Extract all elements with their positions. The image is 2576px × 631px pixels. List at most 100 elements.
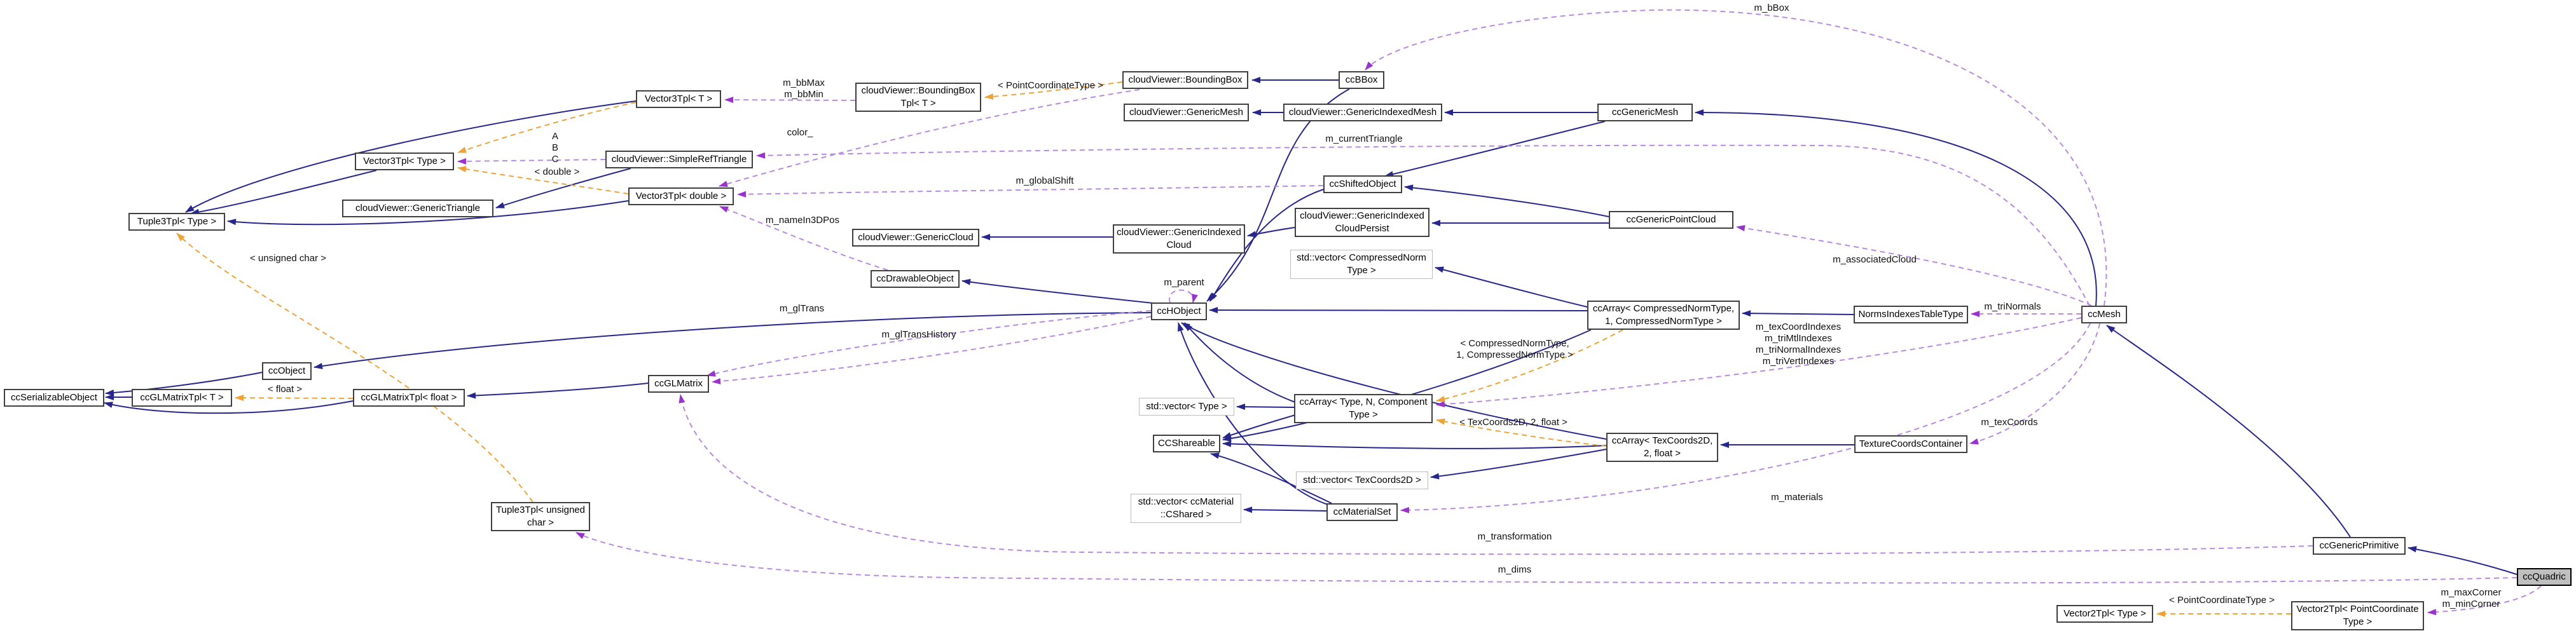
edge-label-m-bbox: m_bBox	[1754, 3, 1789, 14]
edge-label-line: < CompressedNormType,	[1460, 338, 1569, 349]
class-node-stdvector-ccmaterial[interactable]: std::vector< ccMaterial::CShared >	[1131, 494, 1241, 523]
class-node-ccglmatrixtpl-float[interactable]: ccGLMatrixTpl< float >	[353, 389, 465, 407]
edge-inh	[467, 383, 649, 399]
class-node-vector2tpl-type[interactable]: Vector2Tpl< Type >	[2056, 605, 2153, 623]
edge-label-line: A	[551, 131, 558, 142]
class-node-label: ccGLMatrix	[654, 378, 703, 389]
class-node-label: ccSerializableObject	[11, 392, 97, 403]
edge-label-line: m_associatedCloud	[1833, 254, 1917, 265]
edge-label-line: m_transformation	[1477, 531, 1552, 542]
class-node-ccshareable[interactable]: CCShareable	[1153, 435, 1220, 452]
edge-label-m-texcoords: m_texCoords	[1981, 417, 2037, 428]
class-node-label: cloudViewer::GenericTriangle	[355, 203, 480, 214]
edge-inh	[1430, 449, 1607, 480]
edge-label-line: m_texCoords	[1981, 417, 2038, 428]
class-node-ccmaterialset[interactable]: ccMaterialSet	[1326, 503, 1398, 521]
class-node-stdvector-texcoords[interactable]: std::vector< TexCoords2D >	[1296, 472, 1428, 489]
edge-label-pointcoordinatetype-bottom: < PointCoordinateType >	[2169, 595, 2275, 606]
edge-label-line: < PointCoordinateType >	[998, 80, 1103, 91]
class-node-vector3tpl-t[interactable]: Vector3Tpl< T >	[636, 90, 721, 108]
class-node-ccgenericprimitive[interactable]: ccGenericPrimitive	[2313, 537, 2406, 555]
edge-inh	[1184, 322, 1296, 403]
class-node-ccglmatrixtpl-t[interactable]: ccGLMatrixTpl< T >	[132, 389, 232, 407]
edge-use	[756, 144, 2090, 306]
edge-inh	[1178, 322, 1328, 505]
class-node-label: ccHObject	[1157, 306, 1201, 316]
edge-inh	[1247, 227, 1295, 238]
class-node-label: Tpl< T >	[900, 98, 936, 109]
edge-use	[719, 206, 888, 271]
edge-label-line: m_texCoordIndexes	[1755, 322, 1842, 332]
edge-use	[712, 316, 1152, 384]
edge-label-line: B	[551, 142, 558, 153]
class-node-vector3tpl-double[interactable]: Vector3Tpl< double >	[628, 187, 734, 205]
class-node-ccquadric[interactable]: ccQuadric	[2517, 568, 2572, 586]
class-node-simplereftriangle[interactable]: cloudViewer::SimpleRefTriangle	[605, 151, 753, 168]
class-node-ccbbox[interactable]: ccBBox	[1339, 71, 1384, 89]
class-node-stdvector-type[interactable]: std::vector< Type >	[1139, 398, 1234, 416]
class-node-genericindexedmesh[interactable]: cloudViewer::GenericIndexedMesh	[1283, 104, 1442, 121]
edge-label-double: < double >	[535, 166, 580, 178]
class-node-label: 1, CompressedNormType >	[1605, 316, 1722, 327]
class-node-label: ccGenericPrimitive	[2319, 540, 2399, 551]
class-node-label: std::vector< Type >	[1146, 401, 1227, 412]
edge-inh	[1209, 307, 1588, 314]
edge-label-line: m_bbMin	[784, 89, 823, 100]
edge-label-line: m_triMtlIndexes	[1765, 333, 1832, 344]
edge-inh	[1695, 109, 2097, 306]
class-node-label: Vector3Tpl< Type >	[363, 156, 446, 166]
class-node-tuple3tpl-type[interactable]: Tuple3Tpl< Type >	[128, 213, 225, 231]
class-node-label: ccObject	[268, 365, 306, 376]
class-node-label: ccBBox	[1345, 74, 1378, 85]
class-node-label: cloudViewer::GenericCloud	[858, 232, 974, 243]
class-node-texturecoordscontainer[interactable]: TextureCoordsContainer	[1854, 435, 1967, 453]
class-node-ccglmatrix[interactable]: ccGLMatrix	[648, 375, 709, 393]
class-node-ccshiftedobject[interactable]: ccShiftedObject	[1323, 175, 1402, 193]
class-node-label: CloudPersist	[1335, 223, 1389, 234]
edge-use	[678, 394, 2313, 555]
class-node-ccobject[interactable]: ccObject	[262, 362, 312, 380]
class-node-ccgenericmesh[interactable]: ccGenericMesh	[1597, 104, 1693, 121]
edge-inh	[1243, 506, 1327, 513]
edge-label-line: 1, CompressedNormType >	[1456, 349, 1573, 360]
edge-label-pointcoordinatetype-top: < PointCoordinateType >	[998, 80, 1103, 92]
class-node-vector3tpl-type[interactable]: Vector3Tpl< Type >	[355, 153, 454, 170]
class-node-label: Vector3Tpl< double >	[635, 191, 727, 201]
class-node-ccmesh[interactable]: ccMesh	[2081, 306, 2127, 323]
edge-label-m-gltrans: m_glTrans	[780, 303, 824, 315]
class-node-label: 2, float >	[1644, 448, 1681, 459]
edge-use	[575, 532, 2517, 584]
edge-label-line: m_nameIn3DPos	[766, 215, 839, 226]
class-node-ccdrawableobject[interactable]: ccDrawableObject	[871, 270, 960, 288]
edge-inh	[1435, 266, 1588, 308]
class-node-normsindexestabletype[interactable]: NormsIndexesTableType	[1854, 306, 1968, 323]
class-node-ccarray-texcoords[interactable]: ccArray< TexCoords2D,2, float >	[1606, 433, 1718, 462]
edge-label-line: m_bbMax	[783, 78, 825, 88]
class-node-label: Tuple3Tpl< Type >	[137, 216, 217, 227]
class-node-ccserializableobject[interactable]: ccSerializableObject	[4, 389, 104, 407]
edge-inh	[961, 278, 1154, 304]
class-node-genericcloud[interactable]: cloudViewer::GenericCloud	[852, 229, 979, 247]
class-node-label: char >	[527, 517, 554, 528]
edge-label-line: m_maxCorner	[2441, 587, 2502, 598]
edge-label-line: m_minCorner	[2442, 599, 2500, 609]
class-node-boundingbox[interactable]: cloudViewer::BoundingBox	[1122, 71, 1248, 89]
class-node-label: cloudViewer::BoundingBox	[861, 85, 975, 96]
class-node-generictriangle[interactable]: cloudViewer::GenericTriangle	[342, 200, 493, 217]
class-node-ccgenericpointcloud[interactable]: ccGenericPointCloud	[1609, 211, 1733, 229]
edge-label-line: m_triNormals	[1984, 301, 2041, 312]
class-node-cchobject[interactable]: ccHObject	[1151, 302, 1207, 320]
class-node-genericmesh[interactable]: cloudViewer::GenericMesh	[1124, 104, 1249, 121]
edge-label-line: m_parent	[1164, 277, 1204, 288]
class-node-label: cloudViewer::SimpleRefTriangle	[611, 154, 747, 165]
class-node-ccarray-compressednorm[interactable]: ccArray< CompressedNormType,1, Compresse…	[1587, 301, 1740, 330]
class-node-label: ccArray< Type, N, Component	[1299, 397, 1428, 407]
